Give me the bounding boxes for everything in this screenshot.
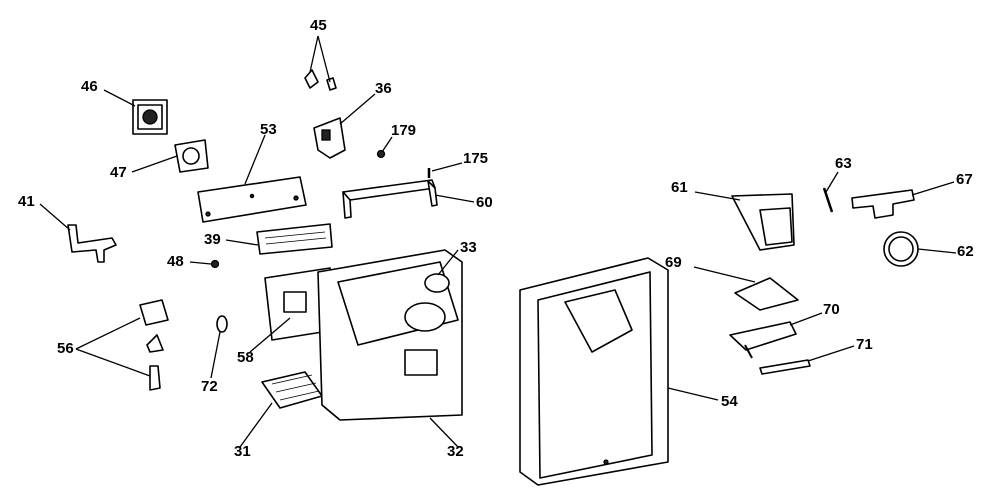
part-54-cover xyxy=(519,257,669,486)
part-53-plate xyxy=(197,176,307,223)
callout-72: 72 xyxy=(201,378,218,395)
callout-45: 45 xyxy=(310,17,327,34)
part-45-clips xyxy=(304,69,337,91)
callout-175: 175 xyxy=(463,150,489,167)
leader-lines xyxy=(39,35,957,448)
callout-62: 62 xyxy=(957,243,974,260)
part-71-rod xyxy=(759,359,811,375)
callout-58: 58 xyxy=(237,349,254,366)
part-72-spring xyxy=(216,315,228,333)
part-46-knob xyxy=(132,99,168,135)
part-63-pin xyxy=(822,187,834,213)
callout-47: 47 xyxy=(110,164,127,181)
part-56-switch xyxy=(139,299,169,391)
part-31-grille xyxy=(261,371,323,409)
part-67-bracket xyxy=(851,189,915,219)
part-41-lever xyxy=(67,224,117,263)
callout-46: 46 xyxy=(81,78,98,95)
part-69-flap xyxy=(734,277,799,311)
callout-54: 54 xyxy=(721,393,738,410)
callout-61: 61 xyxy=(671,179,688,196)
callout-63: 63 xyxy=(835,155,852,172)
callout-48: 48 xyxy=(167,253,184,270)
part-60-bracket xyxy=(342,179,438,219)
part-33-funnel xyxy=(404,273,450,332)
callout-53: 53 xyxy=(260,121,277,138)
part-47-housing xyxy=(174,139,209,173)
part-39-panel xyxy=(256,223,333,255)
part-70-actuator xyxy=(729,321,797,359)
callout-70: 70 xyxy=(823,301,840,318)
callout-41: 41 xyxy=(18,193,35,210)
part-61-chute xyxy=(731,193,795,251)
callout-67: 67 xyxy=(956,171,973,188)
part-179-screw xyxy=(376,149,386,159)
callout-31: 31 xyxy=(234,443,251,460)
callout-36: 36 xyxy=(375,80,392,97)
part-48-fastener xyxy=(210,259,220,269)
callout-39: 39 xyxy=(204,231,221,248)
callout-71: 71 xyxy=(856,336,873,353)
callout-32: 32 xyxy=(447,443,464,460)
callout-69: 69 xyxy=(665,254,682,271)
callout-60: 60 xyxy=(476,194,493,211)
callout-33: 33 xyxy=(460,239,477,256)
part-36-bracket xyxy=(313,117,346,159)
callout-179: 179 xyxy=(391,122,417,139)
part-62-ring xyxy=(883,231,919,267)
callout-56: 56 xyxy=(57,340,74,357)
